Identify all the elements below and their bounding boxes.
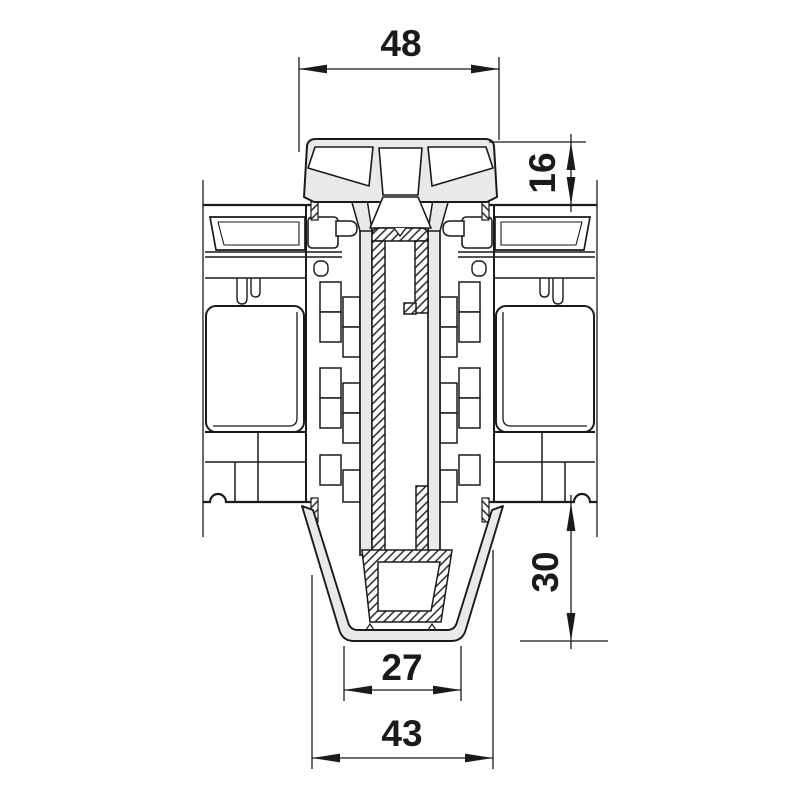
arrowhead-left (312, 753, 340, 763)
dimension-top-width: 48 (298, 23, 500, 152)
steel-right-leg-hook (403, 302, 417, 315)
dimension-bottom-outer-width: 43 (311, 550, 494, 769)
arrowhead-right (433, 685, 461, 695)
dim-label-bottom-outer-width: 43 (381, 713, 422, 754)
cap-chamber-center (378, 147, 423, 196)
cap-chamber-lower (369, 196, 432, 229)
steel-u-left-leg (371, 240, 386, 555)
steel-reinforcement (361, 227, 453, 623)
steel-u-right-leg (414, 240, 429, 314)
dimension-bottom-inner-width: 27 (343, 646, 462, 701)
steel-clamp-leg (415, 485, 429, 553)
cap-chamber-right (427, 146, 494, 187)
arrowhead-left (299, 64, 327, 74)
top-cap-chambers (307, 146, 494, 229)
mullion-wall-left (359, 229, 373, 556)
arrowhead-right (471, 64, 499, 74)
arrowhead-down (566, 177, 576, 205)
arrowhead-left (344, 685, 372, 695)
steel-clamp-ring (361, 549, 453, 623)
arrowhead-up (566, 503, 576, 531)
dim-label-top-width: 48 (380, 23, 421, 64)
arrowhead-up (566, 142, 576, 170)
bottom-cover-cap (301, 505, 504, 642)
dimension-bottom-cap-height: 30 (520, 495, 608, 649)
cap-foot-notches (365, 622, 437, 631)
dim-label-bottom-inner-width: 27 (381, 647, 422, 688)
mullion-wall-right (427, 229, 441, 556)
dim-label-cap-height: 16 (522, 152, 563, 193)
arrowhead-right (465, 753, 493, 763)
dim-label-bottom-cap-height: 30 (525, 551, 566, 592)
mullion-top-notch (393, 227, 407, 238)
cap-chamber-left (307, 146, 374, 187)
dimension-cap-height: 16 (489, 134, 586, 212)
arrowhead-down (566, 613, 576, 641)
